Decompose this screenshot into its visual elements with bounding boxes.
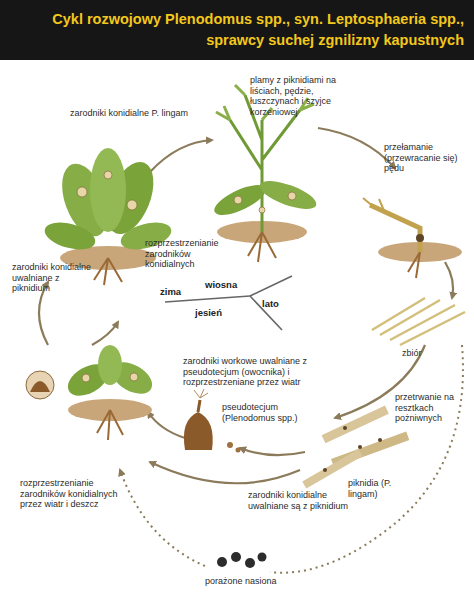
stage-label: zarodniki workowe uwalniane z pseudotecj… bbox=[183, 356, 363, 388]
stage-label: zarodniki konidialne P. lingam bbox=[70, 108, 220, 119]
stage-label: pseudotecjum (Plenodomus spp.) bbox=[222, 402, 306, 423]
pycnidium bbox=[26, 371, 54, 399]
season-label: zima bbox=[160, 287, 200, 298]
infected-seeds bbox=[217, 552, 267, 568]
stage-label: porażone nasiona bbox=[205, 576, 305, 587]
season-label: lato bbox=[262, 299, 302, 310]
stage-label: piknidia (P. lingam) bbox=[348, 478, 408, 499]
season-label: wiosna bbox=[205, 280, 255, 291]
stage-label: zarodniki konidialne uwalniane z piknidi… bbox=[12, 262, 98, 294]
season-label: jesień bbox=[195, 308, 245, 319]
lodged-stem bbox=[363, 198, 462, 278]
seed-path bbox=[120, 345, 463, 573]
stage-label: przełamanie (przewracanie się) pędu bbox=[384, 142, 470, 174]
stage-label: rozprzestrzenianie zarodników konidialny… bbox=[145, 238, 235, 270]
cycle-arrows bbox=[39, 128, 453, 483]
crop-debris bbox=[302, 406, 409, 489]
stubble bbox=[372, 298, 465, 345]
title-bar bbox=[0, 0, 474, 60]
stage-label: rozprzestrzenianie zarodników konidialny… bbox=[20, 478, 125, 510]
stage-label: zarodniki konidialne uwalniane są z pikn… bbox=[248, 490, 360, 511]
diagram-title: Cykl rozwojowy Plenodomus spp., syn. Lep… bbox=[20, 9, 464, 51]
stage-label: plamy z piknidiami na liściach, pędzie, … bbox=[250, 75, 350, 117]
young-plant bbox=[62, 345, 157, 440]
stage-label: przetrwanie na resztkach pożniwnych bbox=[395, 392, 469, 424]
stage-label: zbiór bbox=[402, 348, 442, 359]
